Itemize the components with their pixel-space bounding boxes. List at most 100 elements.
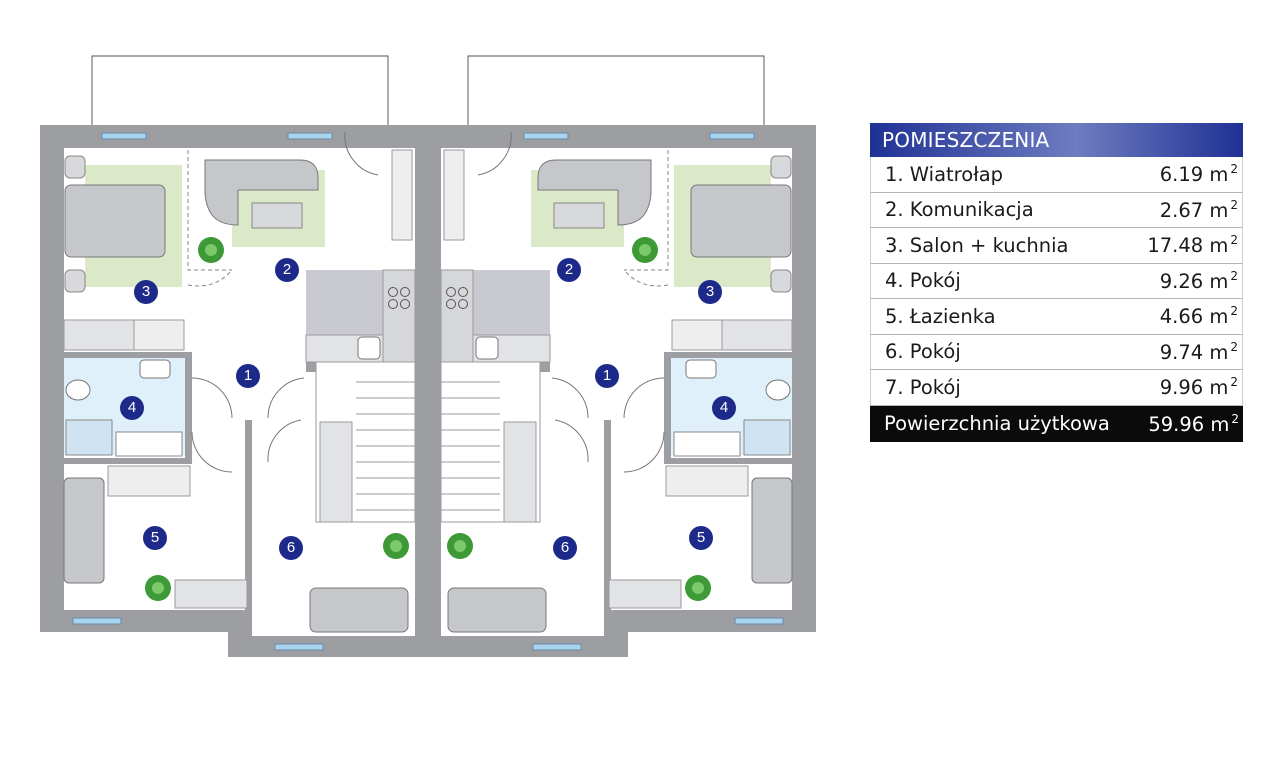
desk-icon	[608, 579, 682, 609]
interior-wall	[664, 352, 671, 464]
plant-center	[390, 540, 402, 552]
wardrobe-icon	[665, 465, 749, 497]
window	[734, 617, 784, 625]
washing-machine-icon	[115, 431, 183, 457]
burner	[458, 287, 468, 297]
room-label: 2. Komunikacja	[885, 198, 1034, 222]
interior-wall	[604, 420, 611, 637]
room-label: 4. Pokój	[885, 269, 961, 293]
room-marker-4: 4	[712, 396, 736, 420]
sofa-icon	[204, 159, 319, 226]
nightstand-icon	[770, 269, 792, 293]
interior-wall	[64, 352, 192, 358]
toilet-icon	[765, 379, 791, 401]
room-marker-1: 1	[595, 364, 619, 388]
room-marker-5: 5	[689, 526, 713, 550]
interior-wall	[664, 352, 792, 358]
unit-right-plan	[428, 55, 816, 657]
room-marker-2: 2	[557, 258, 581, 282]
door-swing	[267, 377, 305, 419]
window	[532, 643, 582, 651]
door-swing	[344, 131, 379, 176]
window	[523, 132, 569, 140]
room-marker-1: 1	[236, 364, 260, 388]
room-label: 1. Wiatrołap	[885, 162, 1004, 186]
interior-wall	[245, 420, 252, 637]
bed-icon	[447, 587, 547, 633]
interior-wall	[540, 362, 550, 372]
washbasin-icon	[685, 359, 717, 379]
nightstand-icon	[770, 155, 792, 179]
room-label: 5. Łazienka	[885, 304, 996, 328]
stove-icon	[382, 269, 416, 363]
window	[101, 132, 147, 140]
room-marker-4: 4	[120, 396, 144, 420]
bed-icon	[63, 477, 105, 584]
shower-icon	[743, 419, 791, 456]
bed-icon	[64, 184, 166, 258]
balcony-outline	[467, 55, 765, 125]
room-marker-6: 6	[553, 536, 577, 560]
nightstand-icon	[64, 155, 86, 179]
sink-icon	[357, 336, 381, 360]
door-swing	[551, 377, 589, 419]
window	[709, 132, 755, 140]
plant-center	[454, 540, 466, 552]
legend-title: POMIESZCZENIA	[870, 123, 1243, 157]
interior-wall	[664, 458, 792, 464]
wardrobe-icon	[671, 319, 723, 351]
burner	[388, 287, 398, 297]
wardrobe-icon	[391, 149, 413, 241]
window	[287, 132, 333, 140]
cabinet	[503, 421, 537, 523]
burner	[400, 287, 410, 297]
plant-center	[205, 244, 217, 256]
washing-machine-icon	[673, 431, 741, 457]
window	[72, 617, 122, 625]
room-label: 3. Salon + kuchnia	[885, 233, 1069, 257]
window	[274, 643, 324, 651]
sliding-partition	[187, 150, 233, 287]
kitchen-worktop	[306, 270, 383, 335]
stove-icon	[440, 269, 474, 363]
shower-icon	[65, 419, 113, 456]
interior-wall	[306, 362, 316, 372]
room-marker-2: 2	[275, 258, 299, 282]
kitchen-worktop	[473, 270, 550, 335]
room-marker-5: 5	[143, 526, 167, 550]
door-swing	[554, 419, 589, 463]
burner	[446, 287, 456, 297]
wardrobe-icon	[133, 319, 185, 351]
room-marker-6: 6	[279, 536, 303, 560]
room-label: 6. Pokój	[885, 340, 961, 364]
door-swing	[191, 377, 233, 419]
plant-center	[639, 244, 651, 256]
cabinet	[319, 421, 353, 523]
coffee-table-icon	[251, 202, 303, 229]
room-label: 7. Pokój	[885, 375, 961, 399]
nightstand-icon	[64, 269, 86, 293]
interior-wall	[185, 352, 192, 464]
desk-icon	[174, 579, 248, 609]
sink-icon	[475, 336, 499, 360]
coffee-table-icon	[553, 202, 605, 229]
plant-center	[152, 582, 164, 594]
bed-icon	[309, 587, 409, 633]
desk-icon	[63, 319, 135, 351]
bed-icon	[751, 477, 793, 584]
room-marker-3: 3	[134, 280, 158, 304]
unit-left-plan	[40, 55, 428, 657]
bed-icon	[690, 184, 792, 258]
plant-center	[692, 582, 704, 594]
interior-wall	[471, 125, 480, 148]
